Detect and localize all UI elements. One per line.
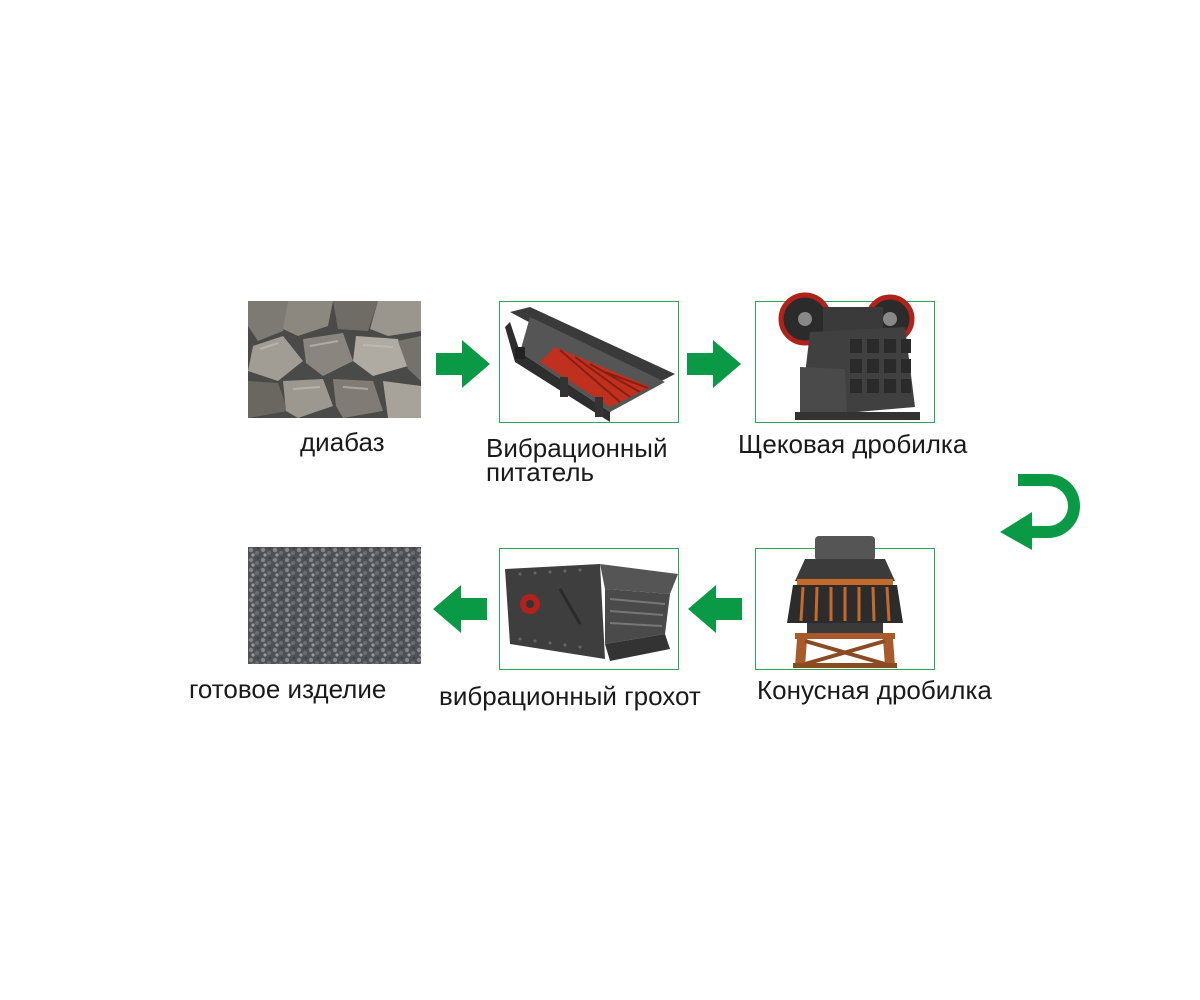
- step-label-cone-crusher: Конусная дробилка: [757, 675, 992, 705]
- step-label-diabase: диабаз: [300, 427, 385, 457]
- arrow-left-icon: [688, 585, 742, 633]
- step-label-finished-product: готовое изделие: [189, 674, 387, 704]
- step-label-line1: Вибрационный: [486, 433, 668, 463]
- jaw-crusher-image: [755, 292, 935, 423]
- diabase-rock-photo: [248, 301, 421, 418]
- vibrating-screen-image: [499, 548, 679, 670]
- vibrating-feeder-image: [499, 301, 679, 423]
- step-label-vibrating-screen: вибрационный грохот: [439, 681, 701, 711]
- step-label-vibrating-feeder: Вибрационный питатель: [486, 433, 668, 487]
- arrow-right-icon: [687, 340, 741, 388]
- u-turn-arrow-icon: [1000, 474, 1080, 550]
- step-label-jaw-crusher: Щековая дробилка: [738, 429, 968, 459]
- arrow-left-icon: [433, 585, 487, 633]
- finished-gravel-photo: [248, 547, 421, 664]
- step-label-line2: питатель: [486, 457, 595, 487]
- cone-crusher-image: [755, 536, 935, 670]
- arrow-right-icon: [436, 340, 490, 388]
